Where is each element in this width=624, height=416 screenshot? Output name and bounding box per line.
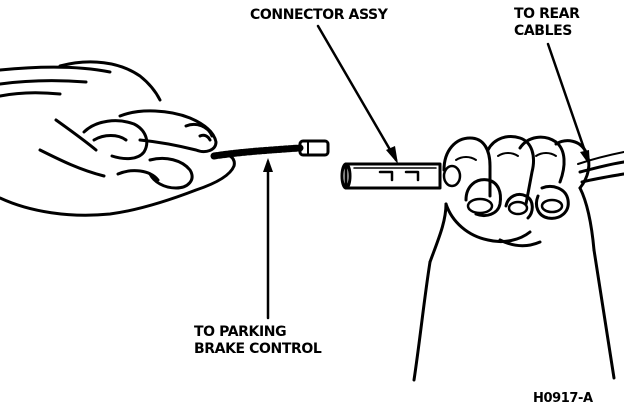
to-parking-brake-label: TO PARKING BRAKE CONTROL — [194, 324, 322, 358]
left-hand-illustration — [0, 60, 236, 217]
connector-assy-label: CONNECTOR ASSY — [250, 7, 388, 23]
to-rear-cables-label: TO REAR CABLES — [514, 6, 580, 40]
to-rear-cables-line2: CABLES — [514, 23, 572, 39]
arrowheads — [263, 146, 590, 172]
to-parking-brake-line2: BRAKE CONTROL — [194, 341, 322, 357]
rear-cables — [577, 151, 624, 184]
parking-brake-cable — [210, 139, 330, 160]
to-parking-brake-line1: TO PARKING — [194, 324, 287, 340]
leader-lines — [266, 24, 590, 320]
right-hand-illustration — [412, 135, 616, 382]
figure-id-label: H0917-A — [533, 391, 593, 406]
to-rear-cables-line1: TO REAR — [514, 6, 580, 22]
connector-assembly — [340, 162, 442, 190]
